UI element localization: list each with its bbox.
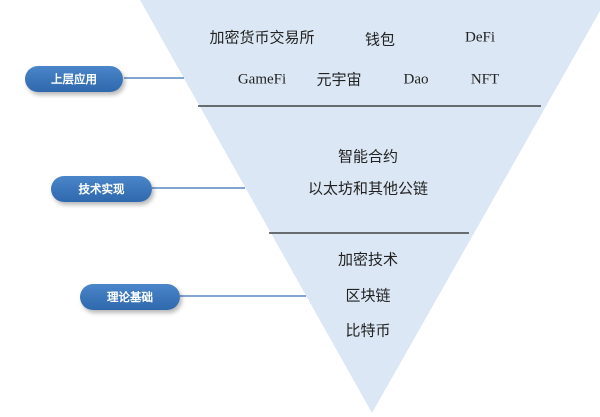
inverted-triangle <box>140 0 600 413</box>
item-defi: DeFi <box>465 29 495 46</box>
item-ethereum-chains: 以太坊和其他公链 <box>307 179 429 198</box>
item-nft: NFT <box>470 71 500 88</box>
layer-badge-technology: 技术实现 <box>51 176 152 202</box>
item-smart-contract: 智能合约 <box>337 147 399 166</box>
item-cryptography: 加密技术 <box>337 250 399 269</box>
item-wallet: 钱包 <box>364 30 396 49</box>
item-blockchain: 区块链 <box>345 286 391 305</box>
item-gamefi: GameFi <box>237 71 287 88</box>
item-bitcoin: 比特币 <box>345 321 391 340</box>
item-metaverse: 元宇宙 <box>316 70 362 89</box>
layer-badge-application: 上层应用 <box>25 66 123 92</box>
layer-badge-theory: 理论基础 <box>80 284 180 310</box>
item-dao: Dao <box>403 71 429 88</box>
item-crypto-exchange: 加密货币交易所 <box>209 28 315 47</box>
